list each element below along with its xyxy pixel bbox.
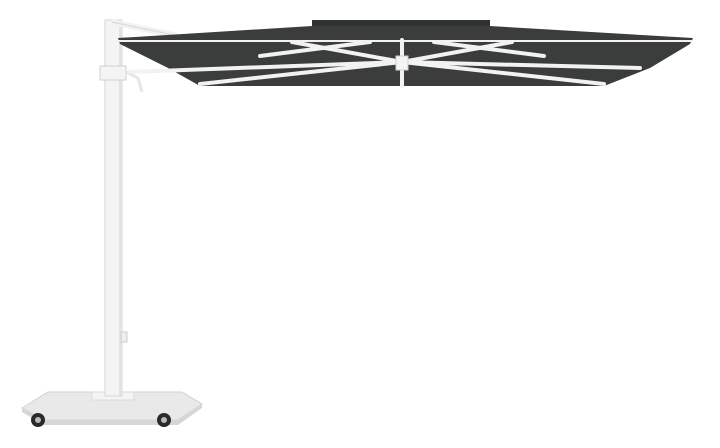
base-plate bbox=[21, 391, 203, 425]
crank-handle bbox=[125, 70, 144, 93]
canopy bbox=[118, 20, 693, 86]
wheels bbox=[31, 413, 171, 427]
ribs bbox=[128, 38, 642, 88]
canopy-vent bbox=[312, 20, 490, 28]
arm bbox=[111, 19, 179, 39]
pole bbox=[99, 19, 144, 397]
pole-lock bbox=[120, 331, 128, 343]
pole-collar bbox=[99, 65, 127, 81]
hub bbox=[395, 55, 409, 71]
